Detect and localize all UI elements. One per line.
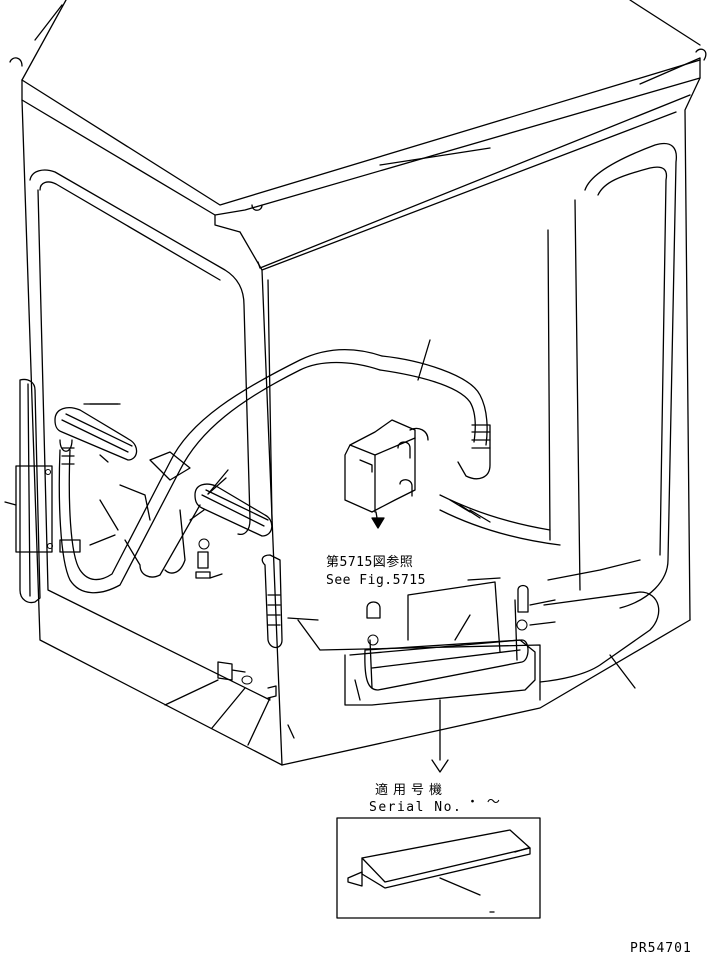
serial-inset: [336, 817, 541, 919]
grab-handle-lower: [189, 477, 273, 579]
serial-value: ・ ～: [466, 795, 500, 810]
cab-frame: [21, 77, 701, 766]
leader-lines: [89, 403, 449, 773]
floor-bracket: [344, 577, 636, 706]
serial-label-en: Serial No.: [369, 800, 463, 815]
reference-label-en: See Fig.5715: [326, 573, 426, 588]
fasteners-left: [164, 554, 319, 746]
cab-roof: [9, 0, 707, 233]
grab-handle-upper: [54, 403, 138, 463]
left-handrail: [4, 378, 53, 604]
hose-left: [58, 348, 383, 594]
valve-block: [344, 419, 429, 529]
reference-label-jp: 第5715図参照: [326, 555, 414, 570]
hose-right: [379, 339, 561, 546]
serial-label-jp: 適用号機: [375, 783, 448, 798]
figure-code: PR54701: [630, 941, 692, 956]
